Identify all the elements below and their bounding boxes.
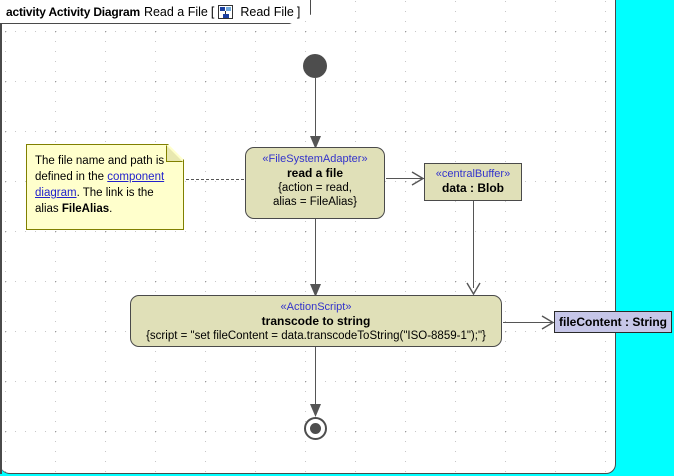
note-text-part-1: The file name and path is defined in the <box>35 155 165 183</box>
frame-left-border <box>0 0 2 474</box>
note-text-part-3: . <box>109 203 113 215</box>
object-node-filecontent[interactable]: fileContent : String <box>554 311 672 333</box>
edge-transcode-to-file-arrow <box>541 315 555 330</box>
final-node-inner <box>310 423 321 434</box>
note-bold-filealias: FileAlias <box>61 203 110 215</box>
edge-buffer-to-transcode-line <box>473 201 474 288</box>
edge-start-to-read-line <box>315 78 316 140</box>
action-node-transcode-to-string[interactable]: «ActionScript» transcode to string {scri… <box>130 295 502 347</box>
page-title-keyword: activity Activity Diagram <box>6 4 140 19</box>
activity-frame <box>0 0 616 474</box>
diagram-icon <box>218 4 234 19</box>
bracket-open: [ <box>210 4 215 19</box>
edge-transcode-to-end-arrow <box>310 404 321 417</box>
stereotype-label: «centralBuffer» <box>435 168 511 180</box>
edge-read-to-buffer-line <box>386 178 424 179</box>
edge-transcode-to-file-line <box>503 322 554 323</box>
tab-reference-label: Read File <box>240 4 294 19</box>
diagram-title-tab[interactable]: activity Activity Diagram Read a File [ … <box>0 0 312 24</box>
bracket-close: ] <box>296 4 301 19</box>
note-component-diagram[interactable]: The file name and path is defined in the… <box>26 144 184 230</box>
edge-read-to-transcode-arrow <box>310 284 321 297</box>
node-body-line-1: {action = read, <box>278 182 352 194</box>
object-node-central-buffer[interactable]: «centralBuffer» data : Blob <box>424 163 522 201</box>
node-name-label: read a file <box>286 166 344 180</box>
edge-read-to-transcode-line <box>315 219 316 288</box>
activity-final-node[interactable] <box>304 417 327 440</box>
note-hyperlink-component-diagram[interactable]: component diagram <box>35 171 165 199</box>
page-title-name: Read a File <box>143 4 208 19</box>
node-name-label: fileContent : String <box>559 314 667 329</box>
edge-read-to-buffer-arrow <box>411 171 425 186</box>
stereotype-label: «FileSystemAdapter» <box>262 153 368 165</box>
node-name-label: transcode to string <box>261 314 371 328</box>
stereotype-label: «ActionScript» <box>280 301 352 313</box>
edge-transcode-to-end-line <box>315 347 316 410</box>
node-body-line-2: alias = FileAlias} <box>272 196 358 208</box>
initial-node[interactable] <box>303 54 327 78</box>
edge-note-to-read <box>186 179 244 180</box>
edge-start-to-read-arrow <box>310 136 321 149</box>
edge-buffer-to-transcode-arrow <box>466 282 481 296</box>
node-name-label: data : Blob <box>442 181 504 195</box>
note-text-part-2: . The link is the alias <box>35 187 154 215</box>
action-node-read-a-file[interactable]: «FileSystemAdapter» read a file {action … <box>245 147 385 219</box>
node-body-script: {script = "set fileContent = data.transc… <box>146 330 486 342</box>
